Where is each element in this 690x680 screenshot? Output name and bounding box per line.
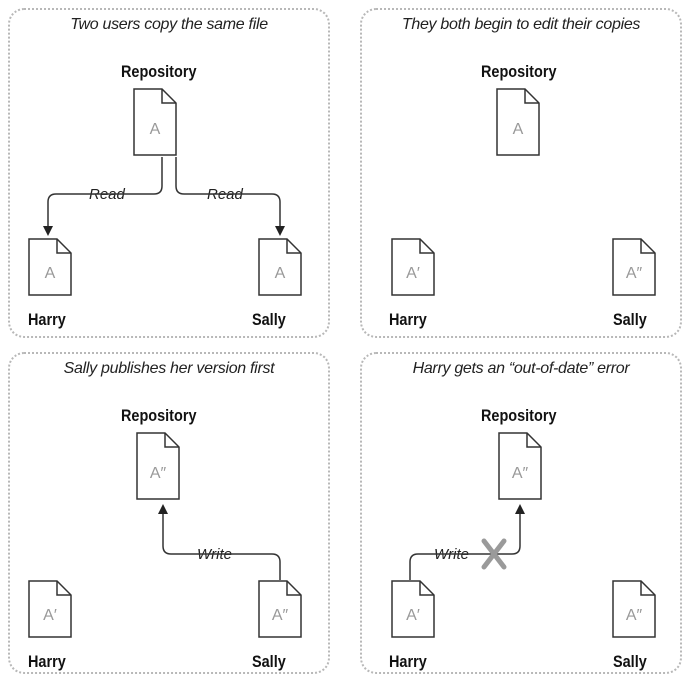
harry-file-icon: A′ xyxy=(391,238,435,296)
sally-file-icon: A xyxy=(258,238,302,296)
file-version-text: A′ xyxy=(406,607,420,624)
file-version-text: A xyxy=(275,265,286,282)
file-version-text: A″ xyxy=(150,465,167,482)
panel-caption: Harry gets an “out-of-date” error xyxy=(412,360,630,377)
repository-file-icon: A xyxy=(133,88,177,156)
repository-file-icon: A xyxy=(496,88,540,156)
panel-caption: Two users copy the same file xyxy=(70,16,268,33)
file-version-text: A′ xyxy=(406,265,420,282)
panel-caption: Sally publishes her version first xyxy=(63,360,275,377)
file-version-text: A″ xyxy=(272,607,289,624)
sally-label: Sally xyxy=(252,652,286,671)
read-arrow-label: Read xyxy=(204,186,246,203)
sally-file-icon: A″ xyxy=(612,580,656,638)
repository-file-icon: A″ xyxy=(136,432,180,500)
harry-label: Harry xyxy=(389,652,427,671)
panel-edit: They both begin to edit their copies xyxy=(360,8,682,338)
file-version-text: A″ xyxy=(626,607,643,624)
sally-file-icon: A″ xyxy=(258,580,302,638)
repository-label: Repository xyxy=(481,406,557,425)
repository-file-icon: A″ xyxy=(498,432,542,500)
harry-file-icon: A′ xyxy=(391,580,435,638)
file-version-text: A xyxy=(513,121,524,138)
sally-label: Sally xyxy=(613,310,647,329)
sally-label: Sally xyxy=(252,310,286,329)
harry-label: Harry xyxy=(28,652,66,671)
file-version-text: A xyxy=(150,121,161,138)
harry-file-icon: A′ xyxy=(28,580,72,638)
file-version-text: A″ xyxy=(626,265,643,282)
file-version-text: A′ xyxy=(43,607,57,624)
repository-label: Repository xyxy=(481,62,557,81)
file-version-text: A″ xyxy=(512,465,529,482)
panel-caption: They both begin to edit their copies xyxy=(401,16,641,33)
read-arrow-label: Read xyxy=(86,186,128,203)
file-version-text: A xyxy=(45,265,56,282)
repository-label: Repository xyxy=(121,406,197,425)
panel-publish: Sally publishes her version first xyxy=(8,352,330,674)
repository-label: Repository xyxy=(121,62,197,81)
harry-label: Harry xyxy=(389,310,427,329)
panel-out-of-date: Harry gets an “out-of-date” error xyxy=(360,352,682,674)
harry-file-icon: A xyxy=(28,238,72,296)
panel-copy: Two users copy the same file xyxy=(8,8,330,338)
write-arrow-label: Write xyxy=(431,546,472,563)
sally-label: Sally xyxy=(613,652,647,671)
write-arrow-label: Write xyxy=(194,546,235,563)
harry-label: Harry xyxy=(28,310,66,329)
sally-file-icon: A″ xyxy=(612,238,656,296)
